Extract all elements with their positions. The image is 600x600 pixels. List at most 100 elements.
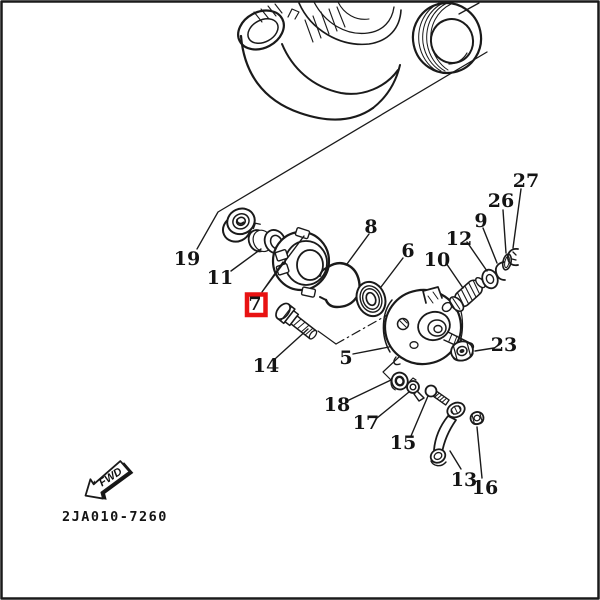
nut23-facets [452,340,472,362]
shoe-anchor-tab-upper [274,249,289,262]
plate17-tab [413,390,425,402]
cam-threads [292,318,314,336]
callout-26[interactable]: 26 [488,190,514,212]
callout-11[interactable]: 11 [207,267,233,289]
callout-15[interactable]: 15 [390,432,416,454]
callout-labels: 19 11 7 14 8 6 5 10 12 9 26 27 23 18 17 … [174,170,539,499]
plate-axle-hole [433,324,443,334]
washer12-bore [485,273,495,285]
highlight-box-part-7 [244,292,268,318]
rim-right-edge [372,64,401,109]
hub-arc-detail [337,1,370,20]
cam-tip [308,329,318,340]
plate-lower-boss [409,341,419,349]
plate-hub-boss [417,310,451,342]
callout-23[interactable]: 23 [491,334,517,356]
shoe-end-tab-bottom [300,286,317,298]
callout-9[interactable]: 9 [474,210,487,232]
part-speedo-gear-10 [449,276,486,312]
callout-6[interactable]: 6 [401,240,414,262]
callout-17[interactable]: 17 [353,412,379,434]
axis-stub-top [458,2,480,15]
nut16-depth [471,418,485,426]
leader-6 [380,257,404,288]
lever-boss-depth [430,460,447,467]
centerline-dashdot [335,313,390,345]
lever-bottom-bore [433,451,443,461]
rim-outer-edge [239,34,375,121]
drum-rib-3 [426,2,448,72]
gear-worm-threads [457,280,480,308]
leader-16 [476,426,483,479]
lever-bottom-boss [429,448,447,464]
axis-line-main [196,51,488,250]
leader-12 [466,241,488,272]
centerline-left [317,330,337,345]
gear-head-hatch [449,297,461,312]
fwd-arrow: FWD [84,460,134,500]
leader-14 [275,328,309,359]
leader-27 [512,188,522,249]
drum-bore-arc [448,52,468,65]
leader-17 [376,391,410,419]
drawing-code-text: 2JA010-7260 [62,509,168,525]
washer18-bore [394,375,405,387]
eclip-body [506,247,519,267]
callout-12[interactable]: 12 [446,228,472,250]
part-c-washer-9 [494,261,506,281]
shoe-end-tab-top [294,227,311,240]
bolt15-head [424,384,438,398]
callout-5[interactable]: 5 [339,347,352,369]
leader-26 [502,209,507,254]
leader-18 [348,379,392,401]
callout-19[interactable]: 19 [174,248,200,270]
hub-arc-outer [298,2,402,46]
plate-ear [393,356,401,366]
plate-boss-hatch [427,291,439,304]
spoke-web-hatch [304,6,346,43]
leader-10 [445,262,464,289]
part-bearing-19 [221,207,256,243]
fwd-arrow-body [84,460,131,500]
nut23-hole [459,348,465,354]
nut16-facets [471,411,483,425]
nut23-bore [456,345,468,357]
drum-rib-1 [418,2,440,72]
plate-pivot-hatch [399,318,408,328]
part-nut-16 [469,411,485,426]
callout-13[interactable]: 13 [451,469,477,491]
plate-top-boss [422,286,443,304]
seal-bore [365,291,377,307]
leader-13 [449,450,462,470]
bearing-face [226,207,256,236]
callout-8[interactable]: 8 [364,216,377,238]
callout-14[interactable]: 14 [253,355,279,377]
bearing-bore [235,216,247,227]
part-e-clip-27 [506,247,519,267]
callout-27[interactable]: 27 [513,170,539,192]
eclip-prongs [511,251,517,261]
lever-arm [433,415,457,454]
part-lever-13 [429,401,466,467]
callout-7[interactable]: 7 [248,293,261,315]
callout-18[interactable]: 18 [324,394,350,416]
callout-16[interactable]: 16 [472,477,498,499]
hub-arc-inner [313,1,395,35]
plate-hub-ring [427,319,447,337]
leader-8 [346,233,370,265]
wheel-cutaway-drawing [237,1,402,121]
part-nut-23 [450,340,474,362]
part-camshaft-14 [275,302,318,340]
part-bolt-15 [424,384,450,406]
plate17-notch [409,377,417,382]
rim-inner-edge [281,43,399,95]
part-oil-seal-6 [355,280,387,318]
callout-10[interactable]: 10 [424,249,450,271]
brake-drum-ring [411,1,483,75]
drum-rib-2 [422,2,444,72]
bearing-race [232,213,250,230]
spring-coil [324,262,361,309]
spring-hook-bottom [319,296,327,301]
leader-lines [230,188,522,479]
